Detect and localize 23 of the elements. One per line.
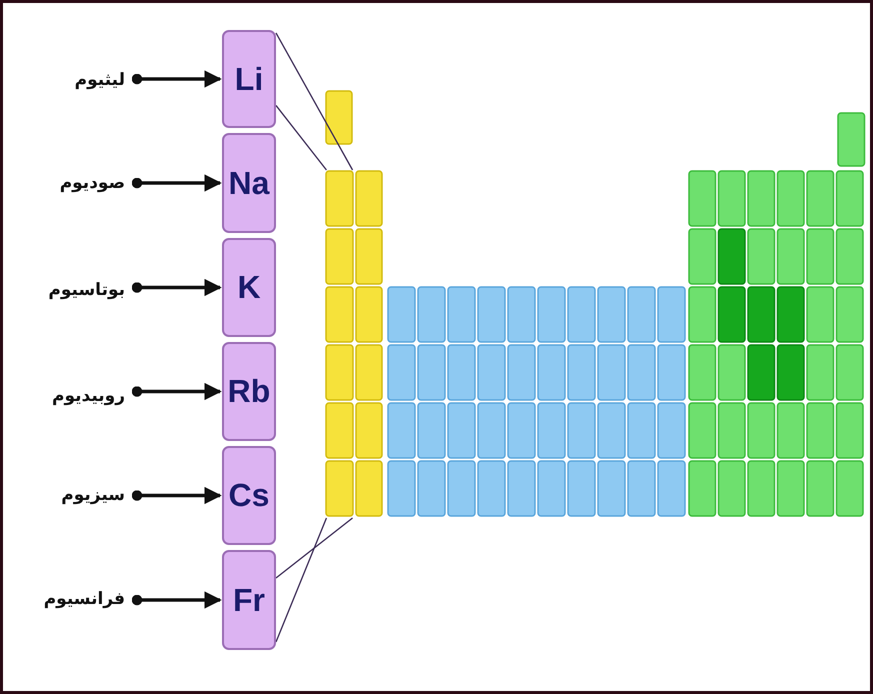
leader-line xyxy=(275,105,327,170)
element-name: روبيديوم xyxy=(10,386,125,412)
element-name: صوديوم xyxy=(20,173,125,199)
arrow xyxy=(132,486,222,504)
element-symbol-box: Rb xyxy=(222,342,276,441)
element-symbol-box: Na xyxy=(222,133,276,233)
element-name: سيزيوم xyxy=(20,485,125,511)
element-symbol-box: K xyxy=(222,238,276,337)
arrow xyxy=(132,382,222,400)
element-symbol-box: Fr xyxy=(222,550,276,650)
element-symbol-box: Li xyxy=(222,30,276,128)
arrow xyxy=(132,70,222,88)
arrow xyxy=(132,591,222,609)
leader-line xyxy=(276,517,353,579)
element-symbol-box: Cs xyxy=(222,446,276,545)
element-name: بوتاسيوم xyxy=(10,280,125,306)
element-name: ليثيوم xyxy=(20,70,125,96)
element-column xyxy=(325,170,354,518)
leader-line xyxy=(275,518,328,642)
arrow xyxy=(132,278,222,296)
leader-line xyxy=(275,32,354,170)
element-name: فرانسيوم xyxy=(10,589,125,615)
arrow xyxy=(132,174,222,192)
